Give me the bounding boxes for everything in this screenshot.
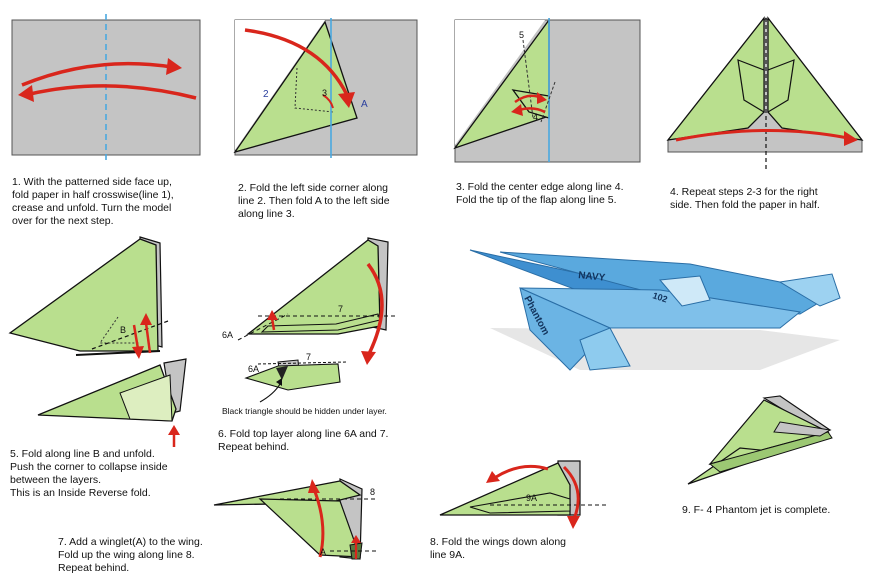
right-inner-fold (767, 59, 795, 114)
jet-fuselage (708, 431, 833, 473)
jet-tail (778, 273, 841, 307)
step-6-note: Black triangle should be hidden under la… (222, 406, 387, 416)
jet-wing-tip (579, 327, 631, 371)
label-8: 8 (370, 487, 375, 497)
fold-arrow-curved (244, 28, 349, 96)
label-9A: 9A (526, 493, 537, 503)
upper-green-body (8, 238, 159, 352)
label-A: A (320, 547, 326, 557)
label-7-inset: 7 (306, 352, 311, 362)
arrow-down-head (132, 346, 144, 359)
arrow-up-head (140, 313, 152, 325)
step-6-caption: 6. Fold top layer along line 6A and 7. R… (218, 428, 389, 453)
fold-up-arrow (312, 488, 325, 558)
step-8-diagram: 9A (430, 455, 610, 535)
step-7-diagram: 8 A (200, 455, 400, 565)
step-5-caption: 5. Fold along line B and unfold. Push th… (10, 448, 168, 499)
jet-gray-stripe (773, 421, 832, 437)
step-5-svg: B (8, 236, 187, 447)
step-1-caption: 1. With the patterned side face up, fold… (12, 176, 174, 227)
step-6-svg: 7 6A 6A 7 (222, 237, 398, 403)
fold-arrow-left (29, 84, 197, 100)
arrow-head-right (166, 58, 182, 75)
step-2-svg: 2 3 A (233, 18, 418, 158)
fold-half-arrow (675, 129, 849, 142)
step-1-diagram (0, 0, 220, 170)
step-9-caption: 9. F- 4 Phantom jet is complete. (682, 504, 831, 516)
finished-jet-illustration: NAVY Phantom 102 (460, 220, 860, 405)
arrow-head-b (511, 104, 523, 116)
label-7-top: 7 (338, 304, 343, 314)
green-flap (233, 20, 358, 154)
crease-line-6A (237, 313, 289, 341)
step-2-caption: 2. Fold the left side corner along line … (238, 182, 390, 220)
label-4: 4 (533, 112, 538, 122)
label-3: 3 (322, 88, 327, 98)
arrow-head-large (361, 351, 376, 365)
jet-marking-navy: NAVY (578, 270, 606, 284)
arrow-small-head (267, 310, 278, 320)
left-inner-fold (737, 59, 765, 114)
label-6A-top: 6A (222, 330, 233, 340)
winglet-arrow-head (351, 535, 361, 543)
step-8-caption: 8. Fold the wings down along line 9A. (430, 536, 567, 561)
arrow-head (844, 131, 858, 146)
label-B: B (120, 325, 126, 335)
step-4-diagram (660, 0, 869, 175)
push-arrow-head (168, 425, 180, 435)
hidden-black-triangle (276, 366, 288, 380)
arrow-head-left (486, 471, 500, 483)
arrow-head (308, 479, 320, 493)
step-9-svg (687, 395, 833, 485)
arrow-head-a (537, 92, 547, 104)
jet-svg: NAVY Phantom 102 (469, 249, 841, 371)
crease-line-4-dash (540, 81, 556, 123)
step-3-diagram: 5 4 (445, 0, 655, 170)
white-back-area (235, 20, 325, 150)
step-2-diagram: 2 3 A (225, 0, 445, 170)
arrow-head-right (567, 516, 580, 529)
inset-green (244, 363, 341, 391)
label-A: A (361, 99, 368, 110)
lower-pale-fold (119, 374, 173, 422)
step-9-diagram (680, 392, 865, 492)
jet-marking-102: 102 (651, 290, 668, 304)
step-6-diagram: 7 6A 6A 7 (218, 230, 423, 420)
label-6A-inset: 6A (248, 364, 259, 374)
step-3-caption: 3. Fold the center edge along line 4. Fo… (456, 181, 624, 206)
crease-line-5 (522, 39, 534, 119)
small-arrow (322, 94, 334, 109)
step-7-caption: 7. Add a winglet(A) to the wing. Fold up… (58, 536, 203, 574)
label-2: 2 (263, 89, 269, 100)
pointer-arrow (259, 383, 281, 403)
jet-nose-detail (659, 275, 711, 307)
arrow-up (144, 322, 152, 354)
arrow-down (132, 324, 140, 350)
step-5-diagram: B (0, 225, 215, 447)
label-5: 5 (519, 30, 524, 40)
step-1-svg (11, 14, 201, 160)
step-7-svg: 8 A (213, 478, 376, 560)
arrow-head (338, 92, 355, 108)
white-back-area (455, 20, 545, 145)
fold-down-arrow-left (495, 464, 549, 479)
step-4-caption: 4. Repeat steps 2-3 for the right side. … (670, 186, 820, 211)
dotted-guide (294, 67, 334, 113)
arrow-head-left (18, 85, 34, 102)
bottom-edge (75, 350, 161, 356)
fold-down-arrow-right (562, 465, 580, 520)
wing-strip (260, 313, 381, 333)
fold-arrow-large (366, 262, 384, 357)
pointer-head (276, 378, 282, 386)
fold-arrow-right (21, 61, 173, 87)
step-3-svg: 5 4 (453, 18, 641, 163)
step-8-svg: 9A (439, 460, 606, 529)
step-4-svg (666, 16, 864, 172)
